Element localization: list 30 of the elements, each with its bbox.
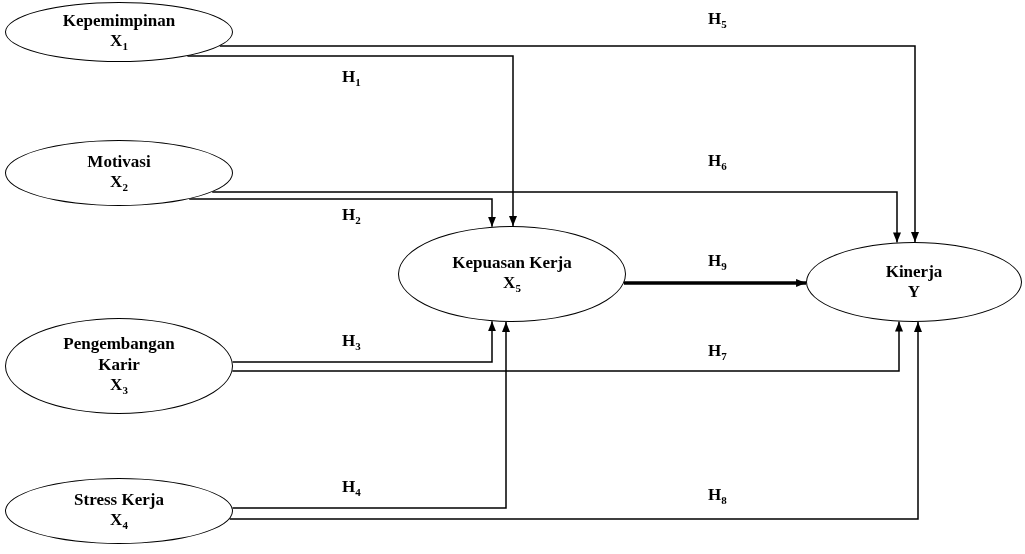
edge-label: H$_{5}$ (706, 10, 729, 31)
edge-label: H$_{7}$ (706, 342, 729, 363)
variable-symbol: X$_{5}$ (503, 272, 521, 296)
node-label: Kepuasan Kerja (452, 252, 572, 273)
variable-symbol: X$_{4}$ (110, 509, 128, 533)
arrow (219, 45, 919, 243)
edge-label: H$_{1}$ (340, 68, 363, 89)
variable-symbol: X$_{1}$ (110, 30, 128, 54)
node-label: Kepemimpinan (62, 10, 176, 31)
arrow (624, 279, 807, 287)
arrow (188, 198, 496, 228)
arrow (231, 320, 496, 363)
node-label: Kinerja (885, 261, 943, 282)
arrow (228, 321, 922, 520)
arrow (211, 191, 901, 244)
node-label: Motivasi (87, 151, 151, 172)
edge-label: H$_{8}$ (706, 486, 729, 507)
edge-label: H$_{9}$ (706, 252, 729, 273)
arrow (186, 55, 517, 227)
variable-symbol: X$_{2}$ (110, 171, 128, 195)
node-label: Pengembangan Karir (62, 334, 176, 376)
variable-symbol: Y (907, 282, 921, 303)
node-label: Stress Kerja (74, 489, 164, 510)
edge-label: H$_{2}$ (340, 206, 363, 227)
edge-label: H$_{6}$ (706, 152, 729, 173)
arrow (231, 320, 903, 372)
edge-label: H$_{4}$ (340, 478, 363, 499)
edge-label: H$_{3}$ (340, 332, 363, 353)
arrow (231, 321, 510, 509)
variable-symbol: X$_{3}$ (110, 375, 128, 398)
